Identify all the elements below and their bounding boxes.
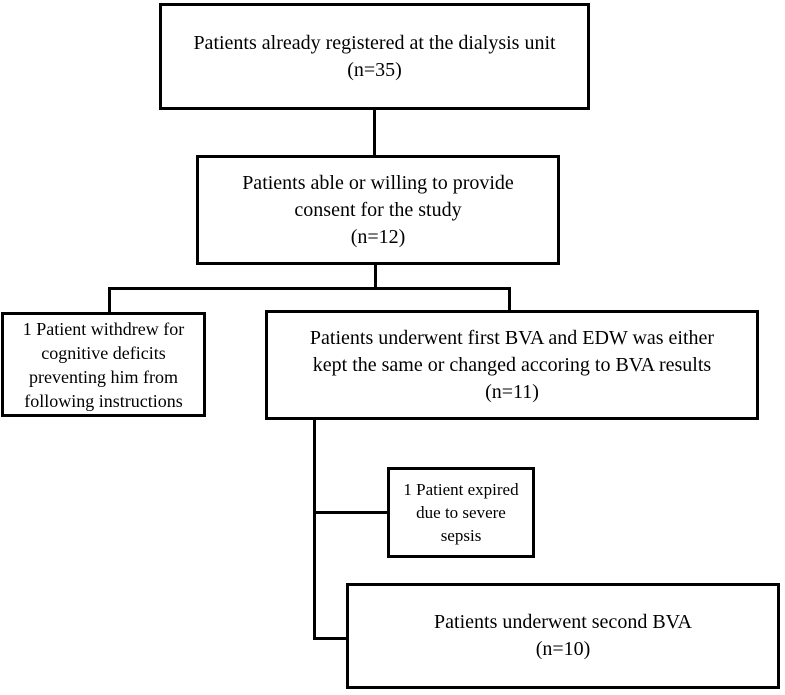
node-withdrawn-patient: 1 Patient withdrew for cognitive deficit… xyxy=(1,312,206,417)
connector-branch-horizontal xyxy=(108,287,511,290)
node-count-line: (n=35) xyxy=(347,58,402,81)
node-text-line: Patients able or willing to provide xyxy=(242,171,514,194)
node-text-line: kept the same or changed accoring to BVA… xyxy=(312,353,712,376)
node-expired-patient: 1 Patient expired due to severe sepsis xyxy=(387,467,535,558)
node-text-line: Patients underwent first BVA and EDW was… xyxy=(309,326,715,349)
node-text-line: due to severe xyxy=(416,503,506,522)
node-count-line: (n=11) xyxy=(485,380,539,403)
node-second-bva: Patients underwent second BVA (n=10) xyxy=(346,583,780,689)
connector-registered-to-consent-vertical xyxy=(373,110,376,155)
node-count-line: (n=12) xyxy=(350,225,406,248)
node-text-line: Patients already registered at the dialy… xyxy=(193,31,556,54)
connector-firstbva-down-vertical xyxy=(313,420,316,640)
node-consent-patients: Patients able or willing to provide cons… xyxy=(196,155,560,265)
node-text-line: cognitive deficits xyxy=(41,342,166,363)
node-text-line: sepsis xyxy=(440,526,482,545)
connector-consent-stub-vertical xyxy=(374,265,377,290)
connector-secondbva-horizontal xyxy=(313,637,346,640)
node-count-line: (n=10) xyxy=(535,638,591,660)
connector-branch-right-vertical xyxy=(508,287,511,310)
node-text-line: following instructions xyxy=(24,390,183,411)
node-first-bva: Patients underwent first BVA and EDW was… xyxy=(265,310,759,420)
node-text-line: consent for the study xyxy=(294,198,462,221)
connector-expired-horizontal xyxy=(313,511,387,514)
node-registered-patients: Patients already registered at the dialy… xyxy=(159,3,590,110)
node-text-line: Patients underwent second BVA xyxy=(434,611,692,633)
node-text-line: preventing him from xyxy=(29,366,178,387)
node-text-line: 1 Patient expired xyxy=(403,480,519,499)
node-text-line: 1 Patient withdrew for xyxy=(22,318,185,339)
connector-branch-left-vertical xyxy=(108,287,111,312)
